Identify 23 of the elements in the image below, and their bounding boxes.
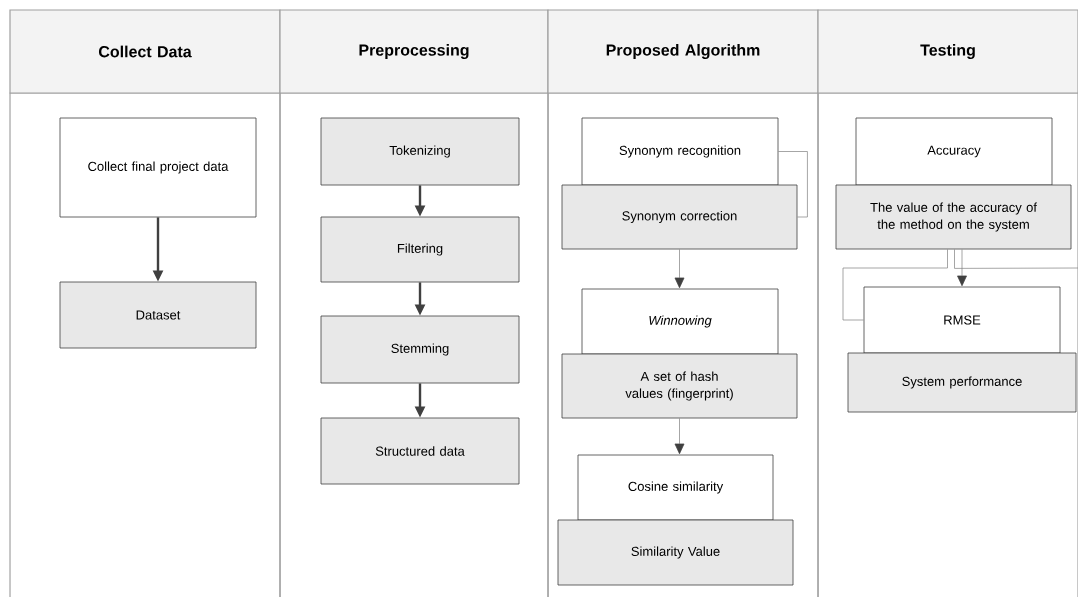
- process-box: Cosine similarity: [577, 454, 774, 521]
- process-box: The value of the accuracy of the method on the system: [835, 184, 1072, 250]
- node-label: Proposed Algorithm: [606, 44, 760, 59]
- process-box: Accuracy: [855, 117, 1053, 186]
- process-box: System performance: [847, 352, 1077, 413]
- process-box: Tokenizing: [320, 117, 520, 186]
- process-box: A set of hash values (fingerprint): [561, 353, 798, 419]
- process-box: Synonym correction: [561, 184, 798, 250]
- process-box: Filtering: [320, 216, 520, 283]
- process-box: Structured data: [320, 417, 520, 485]
- process-box: Synonym recognition: [581, 117, 779, 186]
- arrow: [674, 249, 685, 289]
- node-label: Testing: [920, 44, 975, 59]
- process-box: RMSE: [863, 286, 1061, 354]
- process-box: Similarity Value: [557, 519, 794, 586]
- process-box: Dataset: [59, 281, 257, 349]
- process-box: Collect final project data: [59, 117, 257, 218]
- node-label: Preprocessing: [359, 44, 469, 59]
- process-box: Stemming: [320, 315, 520, 384]
- arrow: [674, 418, 685, 455]
- process-box: Winnowing: [581, 288, 779, 355]
- node-label: Collect Data: [98, 45, 192, 58]
- arrow: [957, 249, 967, 287]
